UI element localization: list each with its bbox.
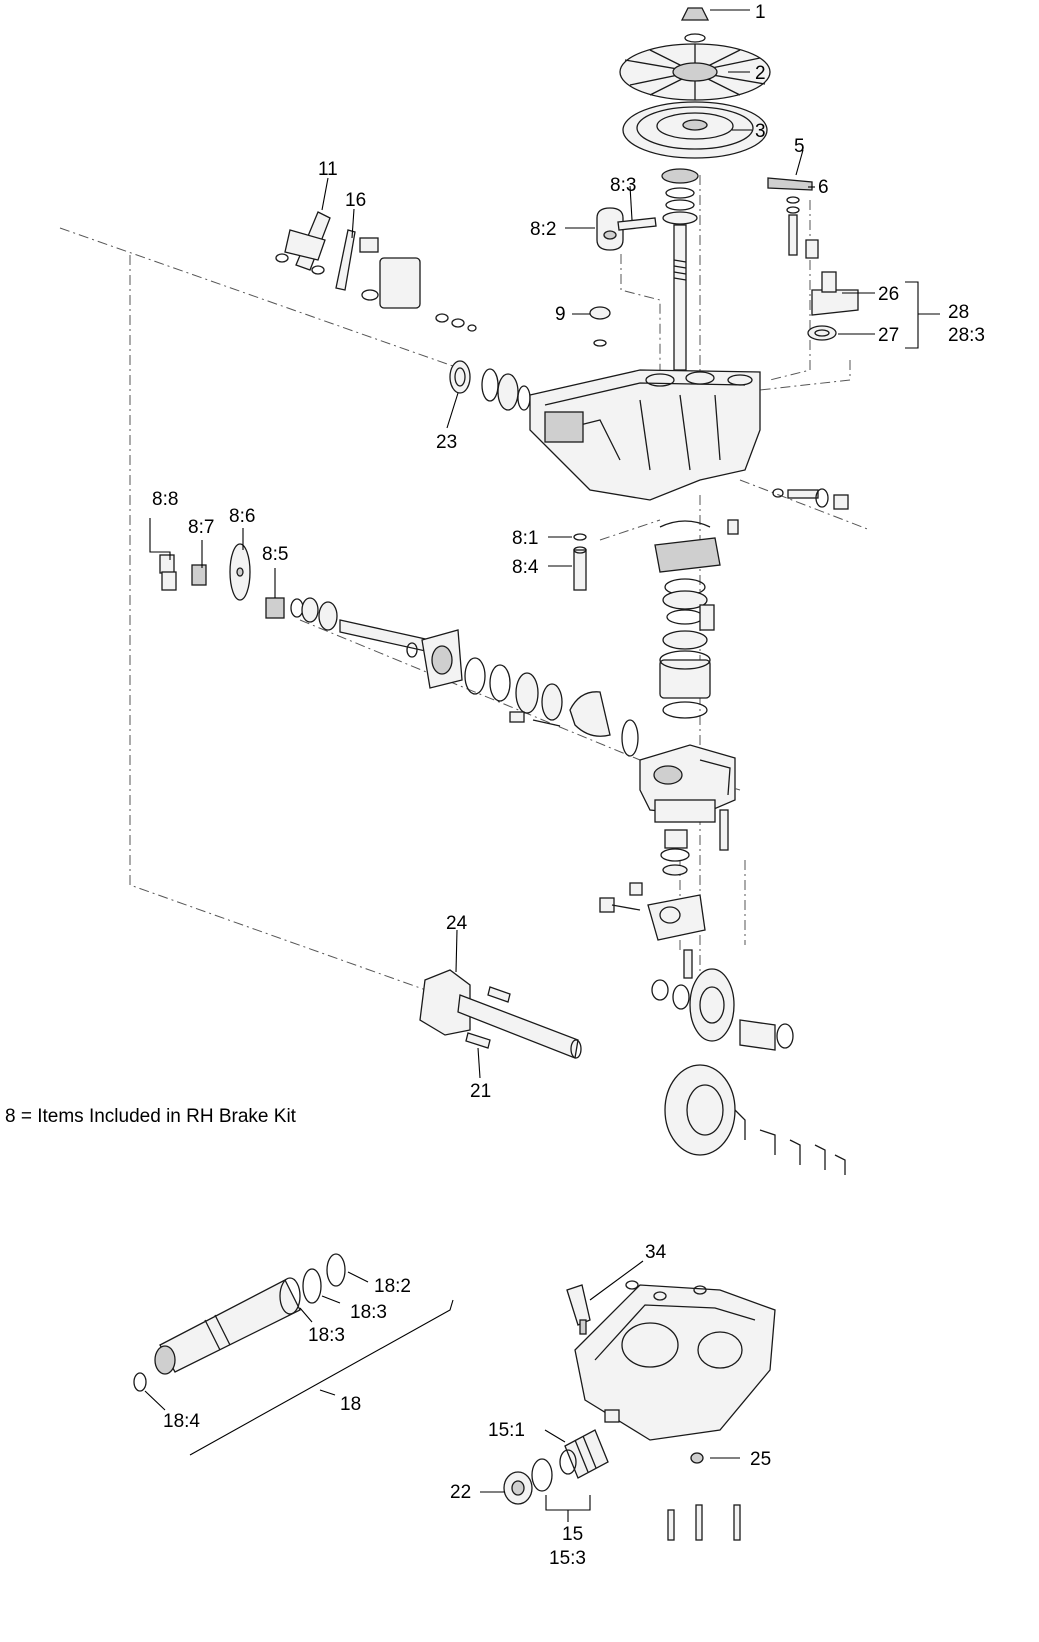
label-8-7: 8:7 bbox=[188, 517, 214, 538]
label-8-4: 8:4 bbox=[512, 557, 539, 578]
cover-flange bbox=[811, 271, 859, 316]
label-8-6: 8:6 bbox=[229, 506, 255, 527]
label-8-5: 8:5 bbox=[262, 544, 288, 565]
label-6: 6 bbox=[818, 177, 829, 198]
label-22: 22 bbox=[450, 1482, 471, 1503]
bypass-linkage bbox=[275, 211, 477, 332]
axle-hub bbox=[419, 969, 582, 1059]
label-11: 11 bbox=[318, 159, 338, 180]
label-28-3: 28:3 bbox=[948, 325, 985, 346]
label-18-4: 18:4 bbox=[163, 1411, 200, 1432]
label-24: 24 bbox=[446, 913, 468, 934]
leader-lines bbox=[144, 9, 940, 1522]
label-18-3-upper: 18:3 bbox=[350, 1302, 387, 1323]
motor-shaft bbox=[290, 597, 431, 658]
cap-nut bbox=[680, 7, 710, 43]
label-28: 28 bbox=[948, 302, 969, 323]
label-34: 34 bbox=[645, 1242, 667, 1263]
spur-gear bbox=[651, 968, 794, 1051]
drive-pulley bbox=[622, 101, 768, 159]
brake-swivel bbox=[596, 207, 657, 251]
label-18: 18 bbox=[340, 1394, 361, 1415]
label-21: 21 bbox=[470, 1081, 491, 1102]
sealant-tube bbox=[566, 1284, 591, 1335]
center-section bbox=[639, 744, 736, 851]
brake-kit-parts bbox=[159, 543, 285, 619]
label-23: 23 bbox=[436, 432, 457, 453]
label-1: 1 bbox=[755, 2, 766, 23]
label-8-8: 8:8 bbox=[152, 489, 178, 510]
label-8-3: 8:3 bbox=[610, 175, 636, 196]
label-3: 3 bbox=[755, 121, 766, 142]
label-15: 15 bbox=[562, 1524, 583, 1545]
label-15-1: 15:1 bbox=[488, 1420, 525, 1441]
valve-cartridge bbox=[133, 1253, 454, 1456]
input-shaft bbox=[661, 168, 699, 371]
bull-gear bbox=[664, 1064, 846, 1175]
part-labels: 1 2 3 5 6 8:3 8:2 11 16 9 26 27 28 28:3 … bbox=[5, 2, 985, 1569]
label-5: 5 bbox=[794, 136, 805, 157]
upper-housing bbox=[529, 369, 761, 501]
axle-bearings bbox=[481, 368, 531, 411]
motor-rings bbox=[464, 657, 639, 757]
motor-end-cap bbox=[421, 629, 463, 689]
brake-kit-note: 8 = Items Included in RH Brake Kit bbox=[5, 1106, 297, 1127]
label-15-3: 15:3 bbox=[549, 1548, 586, 1569]
brake-pin bbox=[573, 533, 587, 591]
label-9: 9 bbox=[555, 304, 566, 325]
label-18-2: 18:2 bbox=[374, 1276, 411, 1297]
label-26: 26 bbox=[878, 284, 899, 305]
label-18-3-lower: 18:3 bbox=[308, 1325, 345, 1346]
seal-27 bbox=[807, 325, 837, 341]
lower-cluster bbox=[599, 829, 706, 979]
plug-9 bbox=[589, 306, 611, 347]
label-27: 27 bbox=[878, 325, 899, 346]
side-bolt bbox=[727, 488, 849, 535]
label-16: 16 bbox=[345, 190, 366, 211]
label-8-2: 8:2 bbox=[530, 219, 556, 240]
assembly-lines bbox=[59, 175, 871, 1000]
drain-plug bbox=[667, 1452, 741, 1541]
seal-23 bbox=[449, 360, 471, 394]
pump-stack bbox=[654, 520, 721, 719]
label-25: 25 bbox=[750, 1449, 771, 1470]
label-8-1: 8:1 bbox=[512, 528, 538, 549]
control-arm bbox=[767, 177, 819, 259]
label-2: 2 bbox=[755, 63, 766, 84]
lower-housing bbox=[574, 1280, 776, 1441]
oil-filter bbox=[503, 1429, 609, 1505]
cooling-fan bbox=[619, 43, 771, 101]
